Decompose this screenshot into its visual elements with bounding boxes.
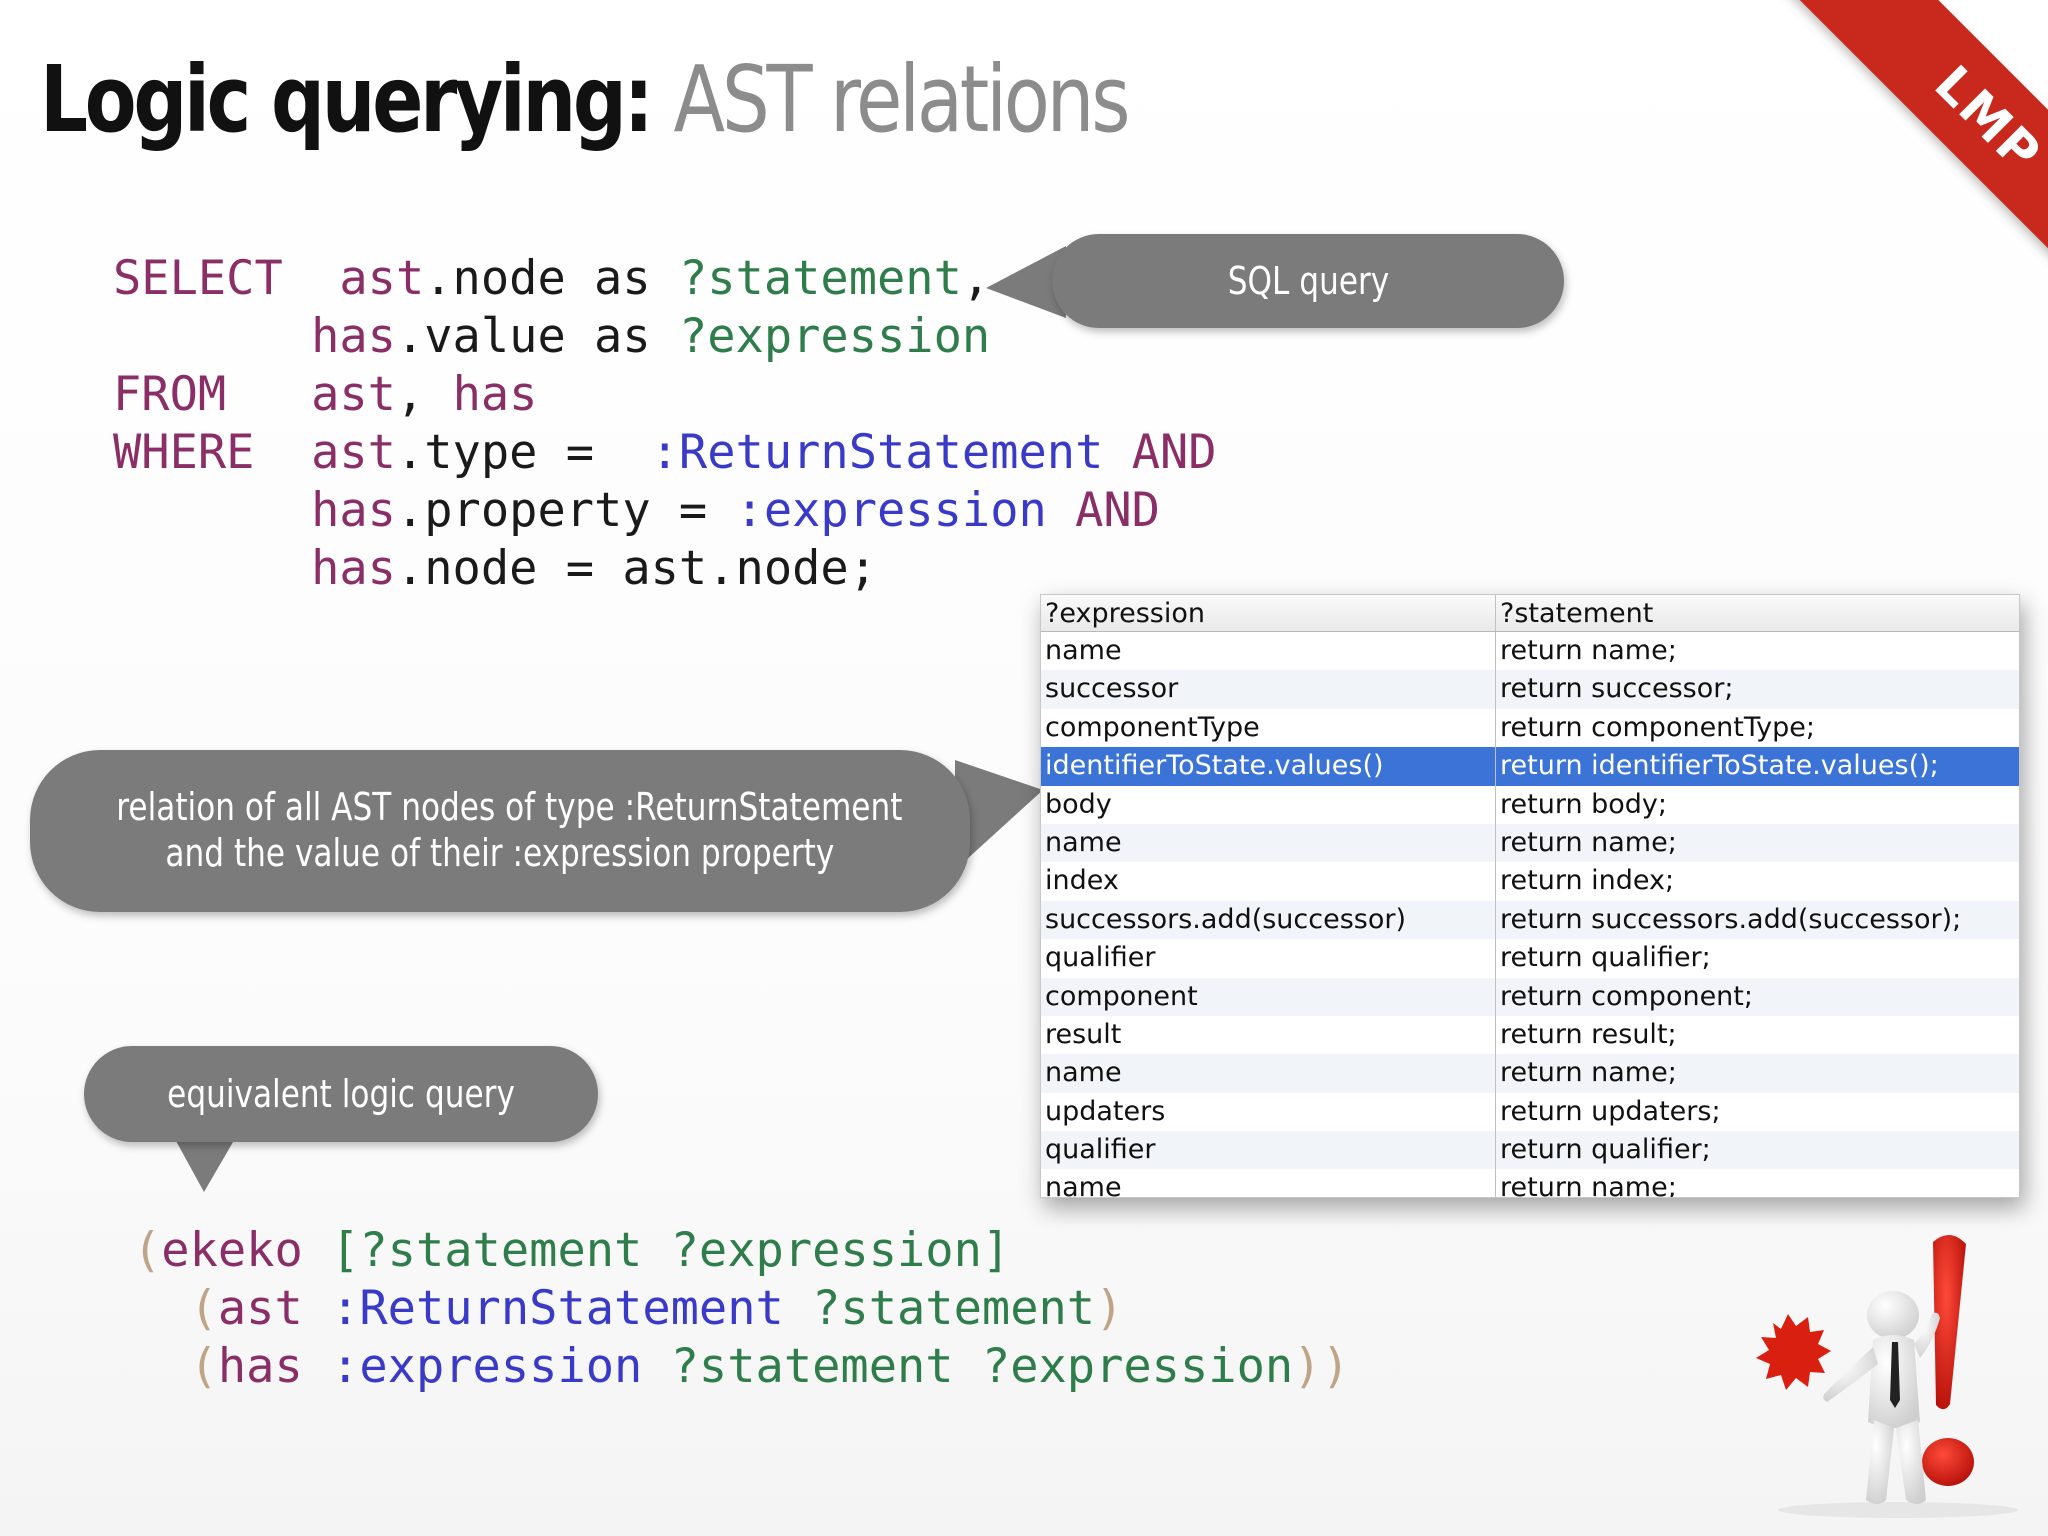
cell-statement: return index; bbox=[1500, 865, 1675, 897]
sql-line-2: has.value as ?expression bbox=[311, 309, 991, 364]
cell-expression: successors.add(successor) bbox=[1041, 900, 1496, 940]
logic-line-2: (ast :ReturnStatement ?statement) bbox=[189, 1281, 1124, 1336]
sql-line-3: FROM ast, has bbox=[113, 367, 538, 422]
cell-statement: return name; bbox=[1500, 635, 1677, 666]
ribbon-label: LMP bbox=[1923, 54, 2048, 184]
cell-statement: return qualifier; bbox=[1500, 942, 1711, 974]
cell-expression: name bbox=[1041, 823, 1496, 863]
sql-code-block: SELECT ast.node as ?statement, has.value… bbox=[113, 250, 1217, 598]
sql-line-5: has.property = :expression AND bbox=[311, 483, 1160, 538]
logic-query-callout: equivalent logic query bbox=[84, 1046, 598, 1142]
cell-expression: index bbox=[1041, 862, 1496, 901]
cell-statement: return component; bbox=[1500, 980, 1753, 1012]
sql-callout-tail bbox=[986, 246, 1066, 318]
cell-statement: return componentType; bbox=[1500, 711, 1815, 743]
column-header-expression[interactable]: ?expression bbox=[1041, 595, 1496, 631]
logic-line-1: (ekeko [?statement ?expression] bbox=[133, 1223, 1011, 1278]
cell-statement: return result; bbox=[1500, 1018, 1677, 1050]
cell-expression: component bbox=[1041, 977, 1496, 1016]
sql-line-1: SELECT ast.node as ?statement, bbox=[113, 251, 991, 306]
slide-title: Logic querying: AST relations bbox=[40, 30, 1131, 170]
sql-line-4: WHERE ast.type = :ReturnStatement AND bbox=[113, 425, 1217, 480]
cell-expression: name bbox=[1041, 1169, 1496, 1197]
sql-line-6: has.node = ast.node; bbox=[311, 541, 878, 596]
cell-expression: identifierToState.values() bbox=[1041, 747, 1496, 786]
cell-statement: return name; bbox=[1500, 1057, 1677, 1089]
logic-line-3: (has :expression ?statement ?expression)… bbox=[189, 1339, 1350, 1394]
title-subtitle: AST relations bbox=[673, 46, 1131, 153]
cell-statement: return name; bbox=[1500, 1172, 1677, 1198]
cell-statement: return body; bbox=[1500, 788, 1668, 820]
relation-callout: relation of all AST nodes of type :Retur… bbox=[30, 750, 970, 912]
person-with-exclamation-icon bbox=[1756, 1234, 2018, 1518]
cell-expression: qualifier bbox=[1041, 939, 1496, 978]
cell-expression: componentType bbox=[1041, 708, 1496, 748]
logic-code-block: (ekeko [?statement ?expression] (ast :Re… bbox=[133, 1222, 1350, 1396]
sql-query-callout: SQL query bbox=[1052, 234, 1564, 328]
cell-expression: name bbox=[1041, 632, 1496, 671]
cell-statement: return successor; bbox=[1500, 673, 1734, 705]
table-row[interactable]: successors.add(successor)return successo… bbox=[1041, 900, 2019, 940]
cell-expression: updaters bbox=[1041, 1092, 1496, 1132]
cell-expression: result bbox=[1041, 1015, 1496, 1055]
result-table-header: ?expression ?statement bbox=[1041, 595, 2019, 632]
table-row[interactable]: identifierToState.values()return identif… bbox=[1041, 747, 2019, 786]
cell-statement: return qualifier; bbox=[1500, 1134, 1711, 1166]
title-main: Logic querying: bbox=[40, 46, 654, 153]
cell-statement: return name; bbox=[1500, 826, 1677, 858]
cell-expression: name bbox=[1041, 1054, 1496, 1093]
cell-statement: return updaters; bbox=[1500, 1095, 1721, 1127]
column-header-statement[interactable]: ?statement bbox=[1500, 598, 1654, 629]
corner-ribbon: LMP bbox=[1728, 0, 2048, 320]
relation-callout-tail bbox=[955, 760, 1043, 870]
cell-expression: qualifier bbox=[1041, 1131, 1496, 1170]
cell-expression: body bbox=[1041, 785, 1496, 824]
logic-callout-tail bbox=[170, 1130, 240, 1192]
cell-statement: return identifierToState.values(); bbox=[1500, 750, 1939, 782]
cell-statement: return successors.add(successor); bbox=[1500, 903, 1962, 935]
cell-expression: successor bbox=[1041, 670, 1496, 709]
